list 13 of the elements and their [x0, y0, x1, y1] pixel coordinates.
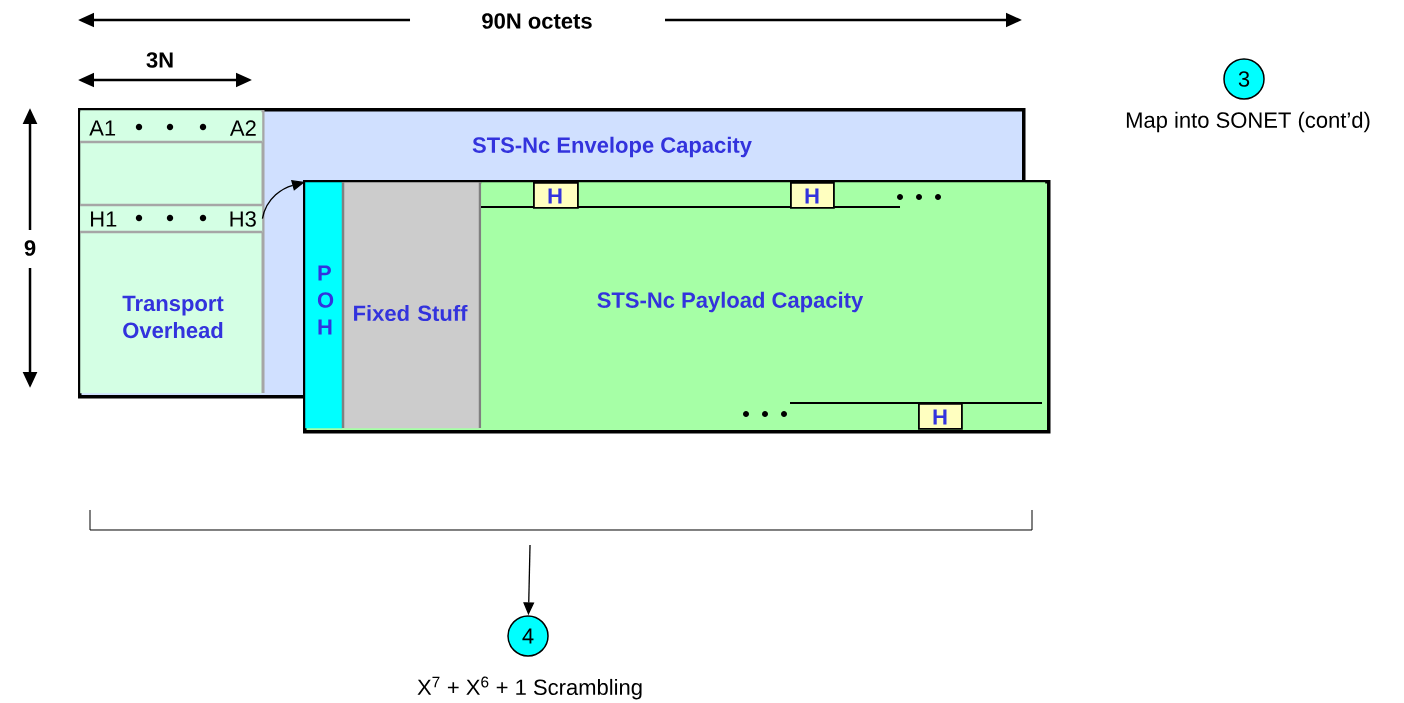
- dimension-label: 90N octets: [482, 13, 592, 29]
- caption-text: X$^{7}$ + X$^{6}$ + 1 Scrambling: [417, 676, 642, 700]
- dimension-label: 9: [24, 240, 36, 256]
- fixed-stuff-column: Fixed Stuff: [341, 182, 482, 429]
- overhead-row: H1 H3: [80, 203, 263, 234]
- pointer-box: H: [790, 182, 835, 209]
- dimension-label: 3N: [146, 52, 173, 68]
- pointer-box: H: [533, 182, 579, 209]
- arrow: [261, 179, 305, 220]
- pointer-box: H: [918, 403, 963, 430]
- path-overhead-column: P O H: [305, 182, 343, 429]
- overhead-row: A1 A2: [80, 112, 263, 144]
- caption-text: Map into SONET (cont’d): [1126, 111, 1370, 133]
